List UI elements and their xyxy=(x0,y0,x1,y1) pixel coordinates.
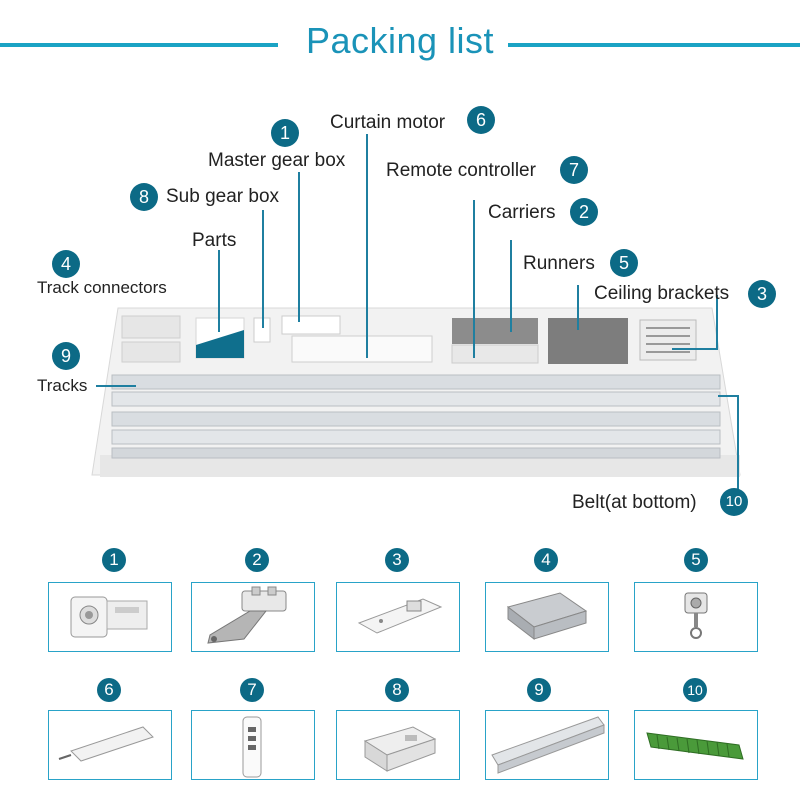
label-belt: Belt(at bottom) xyxy=(572,492,697,513)
belt-icon xyxy=(646,732,744,760)
grid-badge-6: 6 xyxy=(97,678,121,702)
leader-remote-controller xyxy=(473,200,475,358)
item-curtain-motor xyxy=(48,710,172,780)
leader-ceiling-brackets-v xyxy=(716,295,718,349)
leader-curtain-motor xyxy=(366,134,368,358)
item-tracks xyxy=(485,710,609,780)
item-sub-gear-box xyxy=(336,710,460,780)
label-runners: Runners xyxy=(523,253,595,274)
leader-belt-h xyxy=(718,395,738,397)
grid-badge-10: 10 xyxy=(683,678,707,702)
badge-6: 6 xyxy=(467,106,495,134)
leader-belt-v xyxy=(737,395,739,490)
label-curtain-motor: Curtain motor xyxy=(330,112,446,133)
grid-badge-4: 4 xyxy=(534,548,558,572)
carrier-icon xyxy=(207,586,287,644)
leader-ceiling-brackets-h xyxy=(672,348,718,350)
badge-9: 9 xyxy=(52,342,80,370)
item-runners xyxy=(634,582,758,652)
grid-badge-1: 1 xyxy=(102,548,126,572)
badge-3: 3 xyxy=(748,280,776,308)
item-master-gear-box xyxy=(48,582,172,652)
badge-5: 5 xyxy=(610,249,638,277)
label-parts: Parts xyxy=(192,230,237,251)
grid-badge-2: 2 xyxy=(245,548,269,572)
badge-8: 8 xyxy=(130,183,158,211)
badge-4: 4 xyxy=(52,250,80,278)
item-belt xyxy=(634,710,758,780)
leader-parts xyxy=(218,250,220,332)
label-master-gear-box: Master gear box xyxy=(208,150,346,171)
label-tracks: Tracks xyxy=(37,376,88,395)
leader-sub-gear-box xyxy=(262,210,264,328)
label-carriers: Carriers xyxy=(488,202,556,223)
label-remote-controller: Remote controller xyxy=(386,160,536,181)
grid-badge-5: 5 xyxy=(684,548,708,572)
remote-controller-icon xyxy=(242,716,262,778)
runner-icon xyxy=(684,592,708,639)
grid-badge-7: 7 xyxy=(240,678,264,702)
leader-carriers xyxy=(510,240,512,332)
title-line-right xyxy=(508,43,800,47)
badge-1: 1 xyxy=(271,119,299,147)
sub-gear-box-icon xyxy=(363,726,437,772)
title-line-left xyxy=(0,43,278,47)
leader-runners xyxy=(577,285,579,330)
label-sub-gear-box: Sub gear box xyxy=(166,186,280,207)
item-remote-controller xyxy=(191,710,315,780)
item-track-connectors xyxy=(485,582,609,652)
curtain-motor-icon xyxy=(58,726,154,762)
label-track-connectors: Track connectors xyxy=(37,278,167,297)
badge-2: 2 xyxy=(570,198,598,226)
label-ceiling-brackets: Ceiling brackets xyxy=(594,283,730,304)
grid-badge-8: 8 xyxy=(385,678,409,702)
grid-badge-9: 9 xyxy=(527,678,551,702)
badge-10: 10 xyxy=(720,488,748,516)
ceiling-bracket-icon xyxy=(357,598,443,634)
grid-badge-3: 3 xyxy=(385,548,409,572)
track-connector-icon xyxy=(506,592,588,641)
leader-master-gear-box xyxy=(298,172,300,322)
item-carriers xyxy=(191,582,315,652)
leader-tracks xyxy=(96,385,136,387)
master-gear-box-icon xyxy=(70,596,148,638)
badge-7: 7 xyxy=(560,156,588,184)
item-ceiling-brackets xyxy=(336,582,460,652)
track-icon xyxy=(491,716,605,774)
page-title: Packing list xyxy=(305,20,495,61)
